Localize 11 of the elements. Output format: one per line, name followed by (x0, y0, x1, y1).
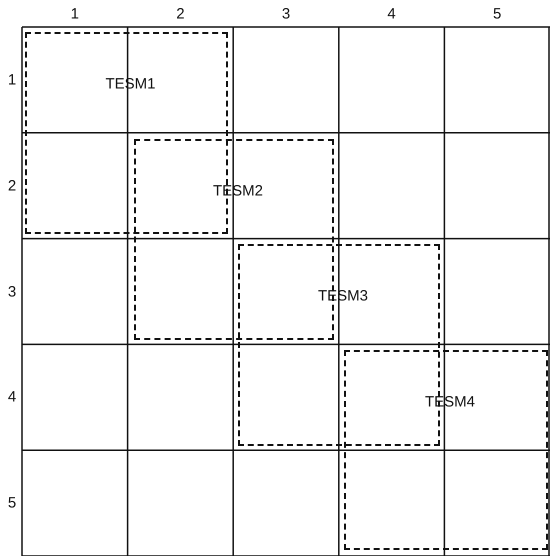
row-number: 4 (8, 388, 16, 406)
row-number: 2 (8, 177, 16, 194)
column-number: 1 (70, 6, 79, 22)
row-number: 1 (8, 71, 16, 88)
column-number: 2 (176, 6, 185, 22)
dashed-region (344, 350, 548, 550)
row-number: 3 (8, 283, 16, 300)
column-number: 5 (493, 6, 502, 22)
column-number: 4 (387, 6, 396, 22)
row-number: 5 (8, 494, 16, 512)
column-number: 3 (282, 6, 290, 22)
